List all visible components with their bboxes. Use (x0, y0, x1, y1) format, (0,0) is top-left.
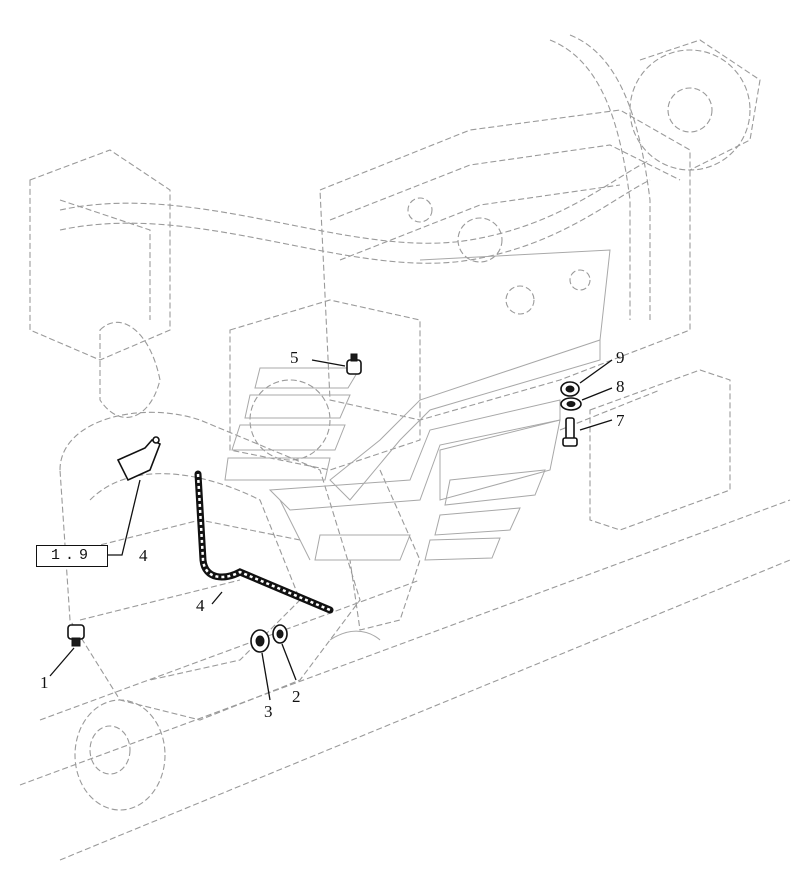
part-4-housing (108, 436, 162, 556)
ghost-outline (19, 34, 791, 861)
callout-1: 1 (40, 673, 49, 692)
part-2-washer (272, 624, 297, 681)
part-7-bolt (562, 417, 613, 447)
callout-5: 5 (290, 348, 299, 367)
callout-3: 3 (264, 702, 273, 721)
part-8-washer (560, 387, 613, 411)
callout-2: 2 (292, 687, 301, 706)
heat-shield-panels (224, 249, 611, 561)
part-5-sender (311, 353, 362, 375)
callout-9: 9 (616, 348, 625, 367)
part-3-nut (250, 629, 271, 701)
part-4-strap (194, 470, 334, 614)
callout-4-bottom: 4 (196, 596, 205, 615)
callout-7: 7 (616, 411, 625, 430)
part-9-nut (560, 359, 613, 397)
callout-8: 8 (616, 377, 625, 396)
reference-box: 1.9 (36, 545, 108, 567)
callout-4-left: 4 (139, 546, 148, 565)
part-1-sender (49, 624, 85, 677)
